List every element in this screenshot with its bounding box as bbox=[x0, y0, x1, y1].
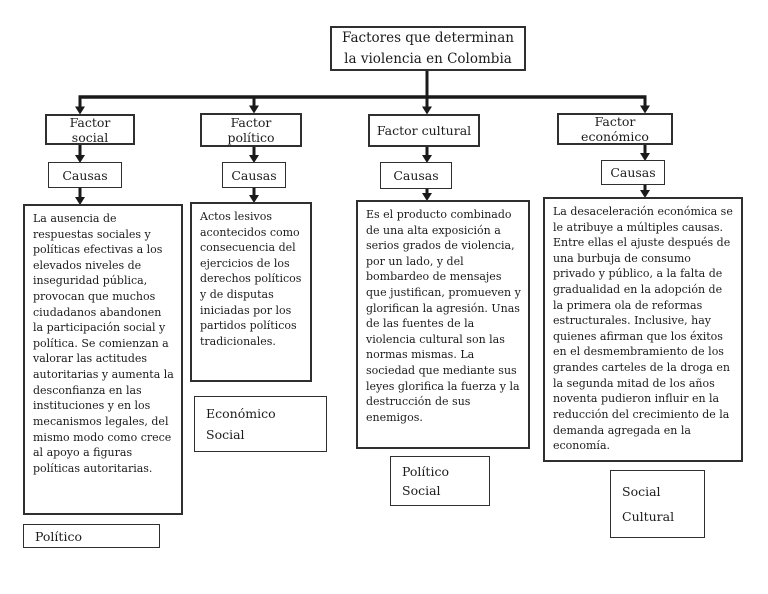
tag-box-economico: Social Cultural bbox=[610, 470, 705, 538]
root-title: Factores que determinan la violencia en … bbox=[342, 30, 514, 67]
description-factor-economico: La desaceleración económica se le atribu… bbox=[543, 197, 743, 462]
factor-politico-label: Factor político bbox=[227, 115, 275, 145]
factor-economico-label: Factor económico bbox=[581, 114, 649, 144]
description-economico-text: La desaceleración económica se le atribu… bbox=[553, 205, 733, 453]
causas-social-label: Causas bbox=[62, 167, 108, 183]
factor-cultural-label: Factor cultural bbox=[376, 123, 472, 138]
tag-economico: Económico bbox=[206, 405, 276, 421]
node-factor-cultural: Factor cultural bbox=[368, 114, 480, 147]
tag-politico: Político bbox=[35, 528, 82, 544]
node-causas-economico: Causas bbox=[601, 160, 665, 185]
tag-social-3: Social bbox=[622, 483, 661, 499]
tag-box-cultural: Político Social bbox=[390, 456, 490, 506]
tag-politico-2: Político bbox=[402, 463, 449, 479]
tag-box-politico: Económico Social bbox=[194, 396, 327, 452]
description-cultural-text: Es el producto combinado de una alta exp… bbox=[366, 208, 521, 424]
node-causas-cultural: Causas bbox=[380, 162, 452, 189]
description-factor-politico: Actos lesivos acontecidos como consecuen… bbox=[190, 202, 312, 382]
tag-box-social: Político bbox=[23, 524, 160, 548]
tag-social-2: Social bbox=[402, 483, 441, 499]
factor-social-label: Factor social bbox=[69, 114, 111, 145]
tag-social: Social bbox=[206, 427, 245, 443]
node-factor-politico: Factor político bbox=[200, 113, 302, 147]
node-causas-politico: Causas bbox=[222, 162, 286, 188]
node-factor-economico: Factor económico bbox=[557, 113, 673, 145]
description-politico-text: Actos lesivos acontecidos como consecuen… bbox=[200, 210, 302, 348]
description-social-text: La ausencia de respuestas sociales y pol… bbox=[33, 212, 174, 475]
tag-cultural: Cultural bbox=[622, 509, 675, 525]
node-causas-social: Causas bbox=[48, 162, 122, 188]
root-node: Factores que determinan la violencia en … bbox=[330, 26, 526, 71]
description-factor-cultural: Es el producto combinado de una alta exp… bbox=[356, 200, 530, 449]
causas-economico-label: Causas bbox=[610, 165, 656, 180]
node-factor-social: Factor social bbox=[45, 114, 135, 145]
causas-politico-label: Causas bbox=[231, 167, 277, 183]
causas-cultural-label: Causas bbox=[393, 168, 439, 183]
description-factor-social: La ausencia de respuestas sociales y pol… bbox=[23, 204, 183, 515]
